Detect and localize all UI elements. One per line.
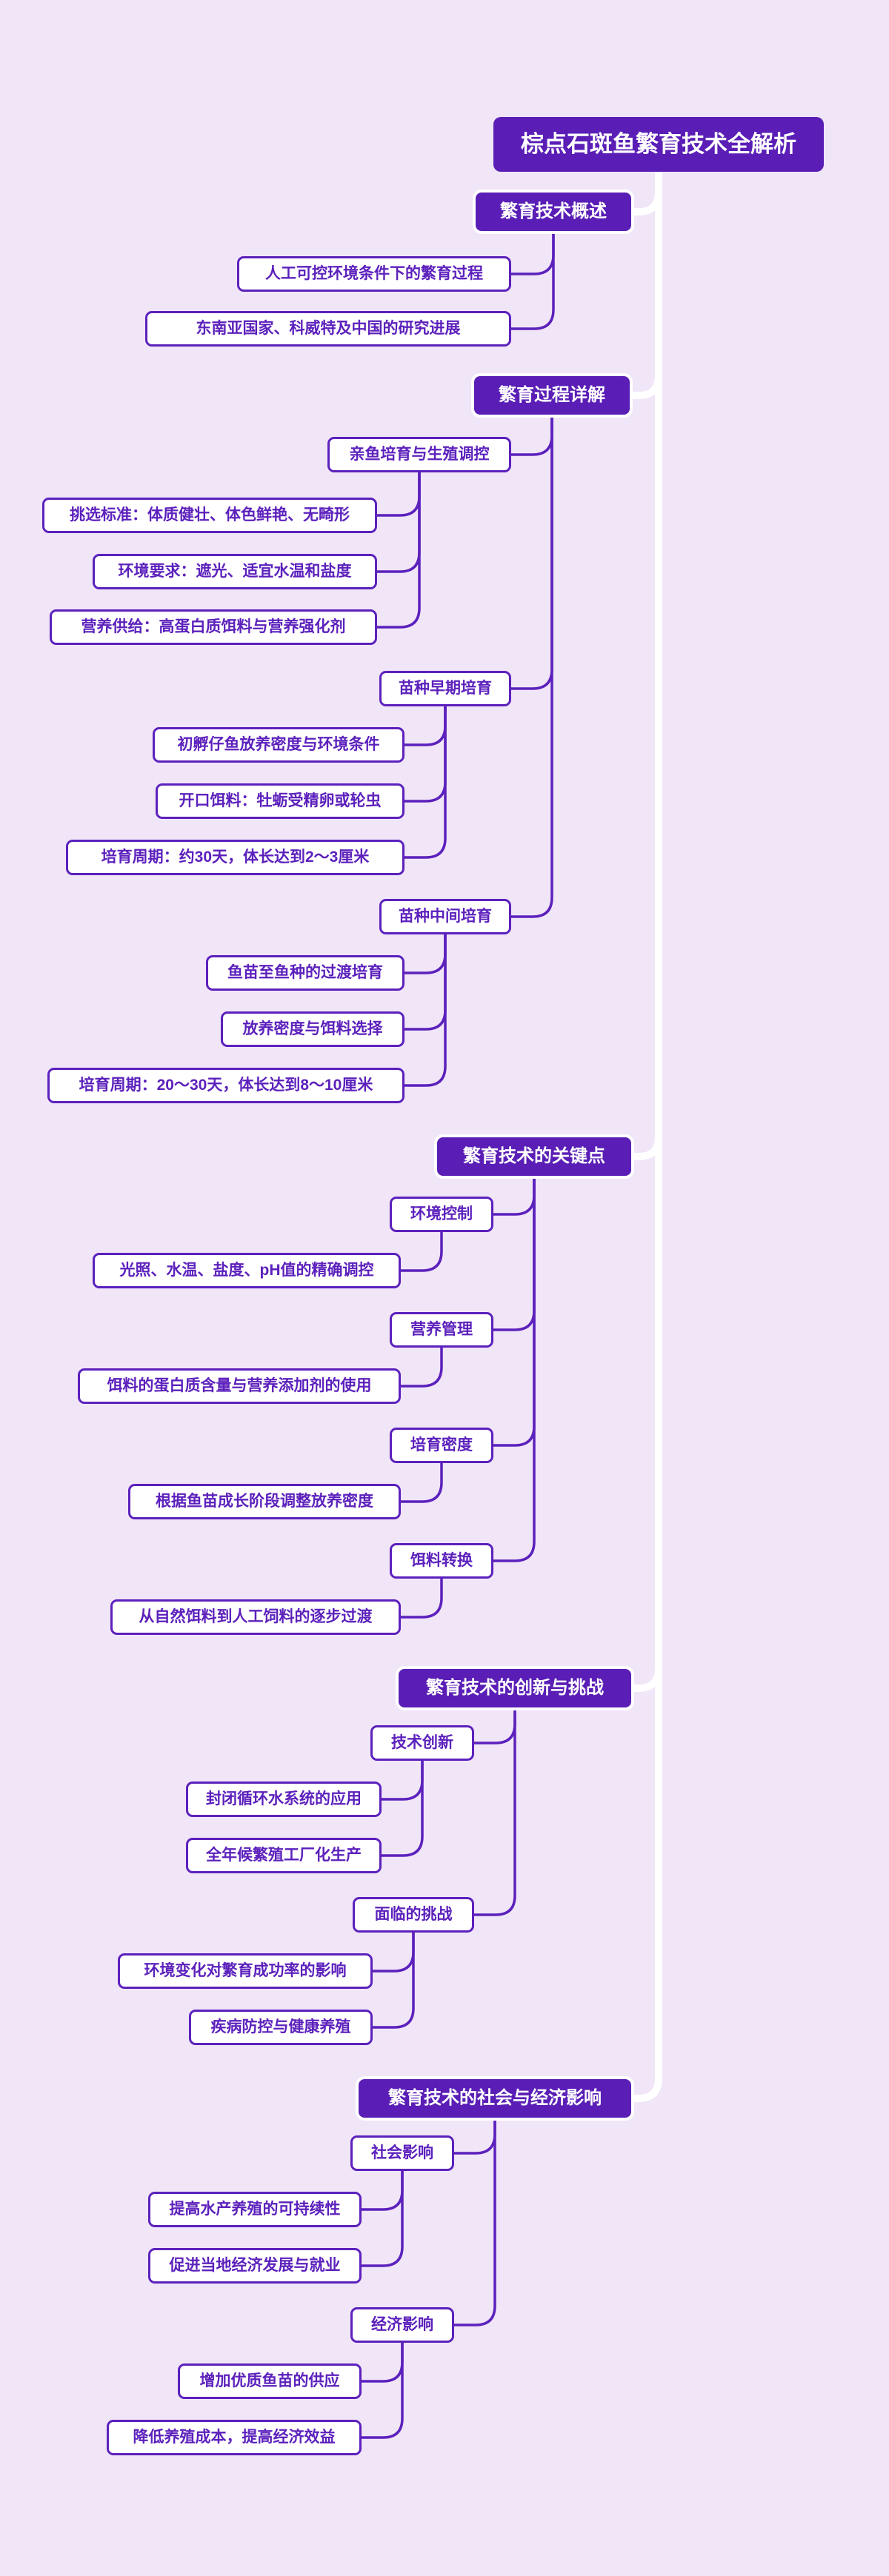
node-cost-benefit[interactable]: 降低养殖成本，提高经济效益 xyxy=(107,2420,362,2455)
connector-b2c3g2 xyxy=(403,933,447,1031)
root-topic[interactable]: 棕点石斑鱼繁育技术全解析 xyxy=(493,117,824,172)
connector-b2c1g3 xyxy=(376,471,421,629)
node-protein-and-additives[interactable]: 饵料的蛋白质含量与营养添加剂的使用 xyxy=(78,1368,401,1404)
node-first-feed[interactable]: 开口饵料：牡蛎受精卵或轮虫 xyxy=(156,783,404,819)
connector-b2c2g1 xyxy=(403,705,447,746)
connector-b5 xyxy=(627,2075,662,2102)
node-local-economy-jobs[interactable]: 促进当地经济发展与就业 xyxy=(148,2248,362,2284)
node-environment-control[interactable]: 环境控制 xyxy=(390,1197,493,1232)
node-intermediate-rearing-cycle[interactable]: 培育周期：20～30天，体长达到8～10厘米 xyxy=(47,1068,404,1103)
connector-b3c3 xyxy=(492,1174,536,1447)
branch-breeding-overview[interactable]: 繁育技术概述 xyxy=(476,193,631,231)
connector-b2c2g2 xyxy=(403,705,447,803)
node-tech-innovation[interactable]: 技术创新 xyxy=(370,1725,474,1761)
connector-b4c1g2 xyxy=(380,1759,424,1857)
node-feed-transition[interactable]: 饵料转换 xyxy=(390,1543,493,1579)
node-fry-to-fingerling-transition[interactable]: 鱼苗至鱼种的过渡培育 xyxy=(206,955,404,991)
node-density-and-feed-selection[interactable]: 放养密度与饵料选择 xyxy=(221,1011,404,1047)
branch-social-economic-impact[interactable]: 繁育技术的社会与经济影响 xyxy=(359,2079,631,2118)
connector-b2c1g1 xyxy=(376,471,421,517)
connector-b2c2g3 xyxy=(403,705,447,859)
connector-b2c3g3 xyxy=(403,933,447,1087)
connector-b5c2 xyxy=(453,2116,496,2326)
node-broodstock-cultivation[interactable]: 亲鱼培育与生殖调控 xyxy=(327,437,511,472)
connector-b3c2 xyxy=(492,1174,536,1331)
node-rearing-density[interactable]: 培育密度 xyxy=(390,1428,493,1463)
connector-b5c2g1 xyxy=(360,2341,404,2383)
connector-b3c4g1 xyxy=(399,1577,443,1619)
connector-b1c1 xyxy=(510,230,555,275)
connector-b1 xyxy=(627,188,662,215)
connector-b4c2g2 xyxy=(371,1931,415,2029)
node-sustainability[interactable]: 提高水产养殖的可持续性 xyxy=(148,2192,362,2227)
connector-b2c1g2 xyxy=(376,471,421,573)
node-nutrition-management[interactable]: 营养管理 xyxy=(390,1312,493,1348)
connector-b2 xyxy=(626,372,662,399)
connector-b3c1 xyxy=(492,1174,536,1216)
connector-b1c2 xyxy=(510,230,555,330)
node-intermediate-fry-rearing[interactable]: 苗种中间培育 xyxy=(379,899,511,934)
connector-b3c1g1 xyxy=(399,1231,443,1272)
node-challenges[interactable]: 面临的挑战 xyxy=(353,1897,474,1933)
node-environment-requirements[interactable]: 环境要求：遮光、适宜水温和盐度 xyxy=(93,554,377,589)
node-recirculating-system[interactable]: 封闭循环水系统的应用 xyxy=(186,1782,382,1817)
node-early-rearing-cycle[interactable]: 培育周期：约30天，体长达到2～3厘米 xyxy=(66,840,404,875)
connector-b4 xyxy=(627,1665,662,1692)
connector-b4c2 xyxy=(473,1706,516,1916)
node-early-fry-rearing[interactable]: 苗种早期培育 xyxy=(379,671,511,706)
connector-b3c4 xyxy=(492,1174,536,1562)
connector-b5c1 xyxy=(453,2116,496,2155)
connector-b2c3 xyxy=(510,413,553,918)
connector-b5c2g2 xyxy=(360,2341,404,2439)
node-adjust-density-by-stage[interactable]: 根据鱼苗成长阶段调整放养密度 xyxy=(128,1484,401,1519)
connector-b5c1g2 xyxy=(360,2169,404,2267)
branch-innovation-and-challenges[interactable]: 繁育技术的创新与挑战 xyxy=(399,1669,631,1707)
connector-b3c3g1 xyxy=(399,1462,443,1503)
node-fry-supply[interactable]: 增加优质鱼苗的供应 xyxy=(178,2363,362,2399)
node-controlled-environment-process[interactable]: 人工可控环境条件下的繁育过程 xyxy=(237,256,511,292)
branch-key-points[interactable]: 繁育技术的关键点 xyxy=(437,1137,631,1176)
node-disease-control[interactable]: 疾病防控与健康养殖 xyxy=(189,2010,373,2045)
branch-breeding-process-detail[interactable]: 繁育过程详解 xyxy=(474,376,630,415)
node-precise-regulation[interactable]: 光照、水温、盐度、pH值的精确调控 xyxy=(93,1253,401,1288)
node-economic-impact[interactable]: 经济影响 xyxy=(350,2307,454,2343)
node-social-impact[interactable]: 社会影响 xyxy=(350,2135,454,2171)
connector-b4c1 xyxy=(473,1706,516,1744)
connector-b3 xyxy=(627,1133,662,1160)
node-selection-criteria[interactable]: 挑选标准：体质健壮、体色鲜艳、无畸形 xyxy=(42,498,377,533)
node-stocking-density-conditions[interactable]: 初孵仔鱼放养密度与环境条件 xyxy=(153,727,404,763)
node-research-progress[interactable]: 东南亚国家、科威特及中国的研究进展 xyxy=(145,311,511,347)
node-nutrition-supply[interactable]: 营养供给：高蛋白质饵料与营养强化剂 xyxy=(50,609,377,645)
node-natural-to-artificial-feed[interactable]: 从自然饵料到人工饲料的逐步过渡 xyxy=(110,1599,401,1635)
connector-b2c1 xyxy=(510,413,553,456)
connector-b4c2g1 xyxy=(371,1931,415,1973)
node-year-round-production[interactable]: 全年候繁殖工厂化生产 xyxy=(186,1838,382,1873)
connector-b2c3g1 xyxy=(403,933,447,974)
connector-b4c1g1 xyxy=(380,1759,424,1801)
node-environmental-impact-on-success[interactable]: 环境变化对繁育成功率的影响 xyxy=(118,1953,373,1989)
connector-b3c2g1 xyxy=(399,1346,443,1388)
connector-b5c1g1 xyxy=(360,2169,404,2211)
